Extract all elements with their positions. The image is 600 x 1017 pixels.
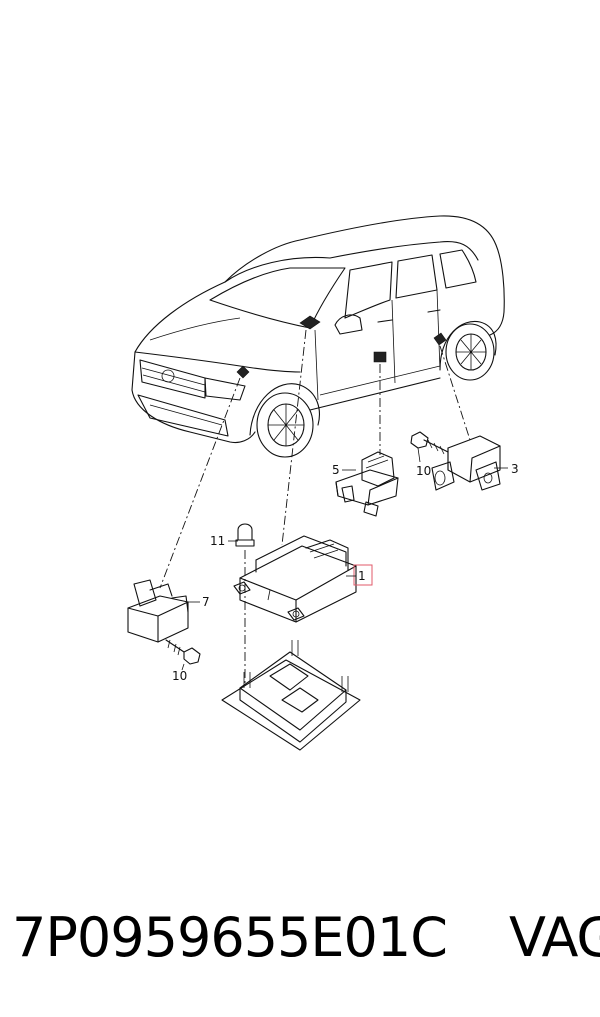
brand-name: VAG [508, 906, 600, 969]
callout-1: 1 [358, 569, 366, 583]
sensor-part-7 [127, 579, 189, 643]
screw-part-10-left [165, 639, 201, 665]
sensor-marker-door [373, 351, 387, 363]
sensor-marker-rear [433, 332, 447, 346]
part-number: 7P0959655E01C [12, 906, 448, 969]
sensor-part-3 [431, 435, 501, 491]
callout-5: 5 [332, 463, 340, 477]
parts-diagram: 5 3 10 7 10 11 1 [127, 215, 519, 751]
callouts: 5 3 10 7 10 11 1 [172, 447, 519, 683]
nut-part-11 [235, 523, 255, 547]
callout-11: 11 [210, 534, 225, 548]
control-unit-part-1 [233, 535, 357, 623]
callout-10-right: 10 [416, 464, 431, 478]
caption-bar: 7P0959655E01C VAG [12, 898, 600, 978]
callout-10-left: 10 [172, 669, 187, 683]
sensor-marker-front [236, 365, 250, 379]
sensor-part-5 [335, 451, 399, 517]
screw-part-10-right [410, 431, 449, 455]
sensor-marker-windshield [299, 315, 321, 330]
callout-1-highlight [353, 564, 373, 586]
mounting-bracket [221, 640, 361, 751]
vehicle-illustration [131, 215, 505, 458]
leader-lines [159, 329, 471, 685]
callout-3: 3 [511, 462, 519, 476]
callout-7: 7 [202, 595, 210, 609]
